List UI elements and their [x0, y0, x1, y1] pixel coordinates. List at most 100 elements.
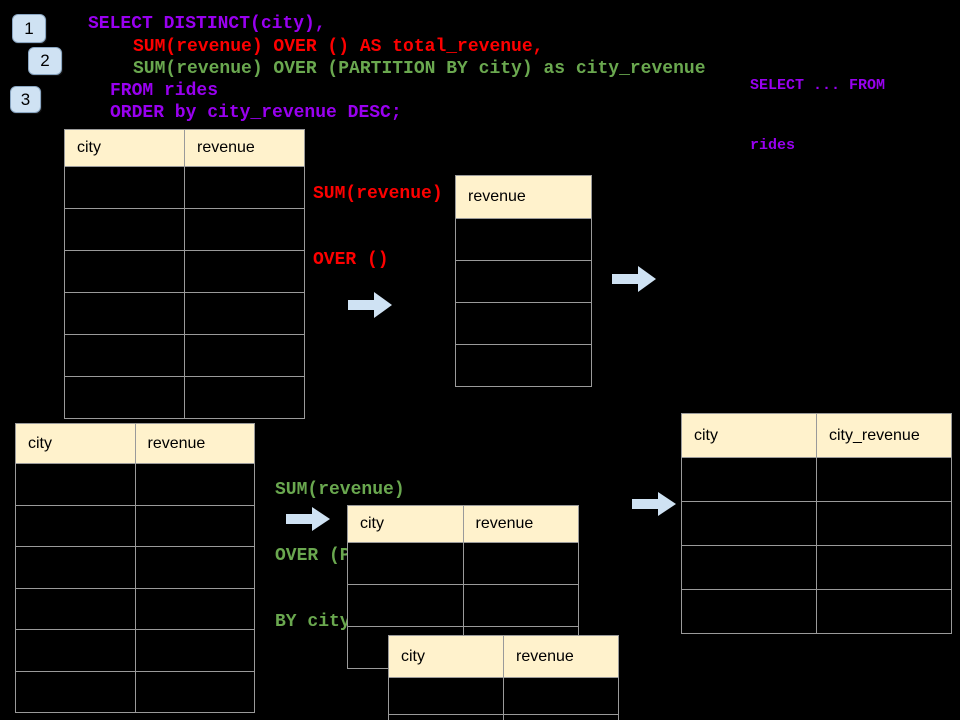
- table-header-row: revenue: [456, 176, 592, 219]
- table-row: [65, 335, 305, 377]
- table-row: [348, 585, 579, 627]
- column-header: revenue: [456, 176, 592, 219]
- table-row: [16, 464, 255, 506]
- side-note-line1: SELECT ... FROM: [750, 77, 886, 94]
- table-row: [456, 219, 592, 261]
- table-cell: [185, 251, 305, 293]
- table-cell: [348, 543, 464, 585]
- table-cell: [185, 293, 305, 335]
- column-header: revenue: [504, 636, 619, 678]
- arrow-right-icon: [612, 266, 656, 292]
- label-sum-over-all-line2: OVER (): [313, 250, 389, 270]
- arrow-right-icon: [286, 507, 330, 531]
- arrow-right-icon: [632, 492, 676, 516]
- table-row: [65, 293, 305, 335]
- table-cell: [185, 167, 305, 209]
- table-row: [389, 715, 619, 720]
- table-cell: [504, 715, 619, 720]
- table-row: [16, 630, 255, 672]
- table-cell: [135, 588, 255, 630]
- table-cell: [456, 261, 592, 303]
- column-header: city_revenue: [817, 414, 952, 458]
- table-cell: [135, 505, 255, 547]
- column-header: revenue: [463, 506, 579, 543]
- table-total-revenue-result: revenue: [455, 175, 592, 387]
- table-cell: [817, 590, 952, 634]
- sql-line-city-revenue: SUM(revenue) OVER (PARTITION BY city) as…: [133, 59, 706, 79]
- label-sum-over-all-line1: SUM(revenue): [313, 184, 443, 204]
- table-row: [456, 261, 592, 303]
- table-cell: [389, 715, 504, 720]
- table-cell: [16, 505, 136, 547]
- table-cell: [348, 585, 464, 627]
- table-cell: [389, 678, 504, 715]
- table-cell: [135, 464, 255, 506]
- table-row: [682, 502, 952, 546]
- table-row: [456, 345, 592, 387]
- label-sum-over-all: SUM(revenue) OVER (): [313, 139, 443, 315]
- table-cell: [682, 546, 817, 590]
- table-cell: [16, 671, 136, 713]
- table-cell: [65, 209, 185, 251]
- table-cell: [185, 377, 305, 419]
- side-note-select-from-rides: SELECT ... FROM rides: [750, 36, 885, 196]
- sql-line-from: FROM rides: [110, 81, 219, 101]
- table-cell: [65, 377, 185, 419]
- table-cell: [456, 345, 592, 387]
- table-cell: [456, 303, 592, 345]
- table-cell: [682, 590, 817, 634]
- column-header: city: [682, 414, 817, 458]
- table-cell: [65, 293, 185, 335]
- side-note-line2: rides: [750, 137, 796, 154]
- table-cell: [817, 546, 952, 590]
- arrow-right-icon: [348, 292, 392, 318]
- table-row: [682, 546, 952, 590]
- table-row: [16, 588, 255, 630]
- table-cell: [817, 458, 952, 502]
- table-cell: [135, 547, 255, 589]
- table-cell: [682, 458, 817, 502]
- table-cell: [65, 335, 185, 377]
- table-row: [65, 251, 305, 293]
- table-cell: [456, 219, 592, 261]
- table-cell: [135, 671, 255, 713]
- table-row: [389, 678, 619, 715]
- sql-line-total-revenue: SUM(revenue) OVER () AS total_revenue,: [133, 37, 544, 57]
- table-row: [682, 590, 952, 634]
- table-cell: [65, 251, 185, 293]
- table-cell: [504, 678, 619, 715]
- table-cell: [16, 630, 136, 672]
- table-cell: [463, 585, 579, 627]
- label-sum-over-partition-line1: SUM(revenue): [275, 480, 405, 500]
- table-cell: [135, 630, 255, 672]
- step-badge-3: 3: [10, 86, 41, 113]
- step-badge-2: 2: [28, 47, 62, 75]
- table-row: [65, 209, 305, 251]
- table-row: [16, 505, 255, 547]
- table-row: [16, 547, 255, 589]
- column-header: city: [389, 636, 504, 678]
- table-cell: [463, 543, 579, 585]
- sql-line-select: SELECT DISTINCT(city),: [88, 14, 326, 34]
- table-cell: [817, 502, 952, 546]
- table-row: [65, 377, 305, 419]
- table-cell: [185, 335, 305, 377]
- table-cell: [16, 464, 136, 506]
- table-cell: [682, 502, 817, 546]
- column-header: city: [65, 130, 185, 167]
- table-row: [682, 458, 952, 502]
- table-cell: [16, 588, 136, 630]
- column-header: revenue: [135, 424, 255, 464]
- table-row: [16, 671, 255, 713]
- column-header: revenue: [185, 130, 305, 167]
- table-cell: [65, 167, 185, 209]
- table-row: [348, 543, 579, 585]
